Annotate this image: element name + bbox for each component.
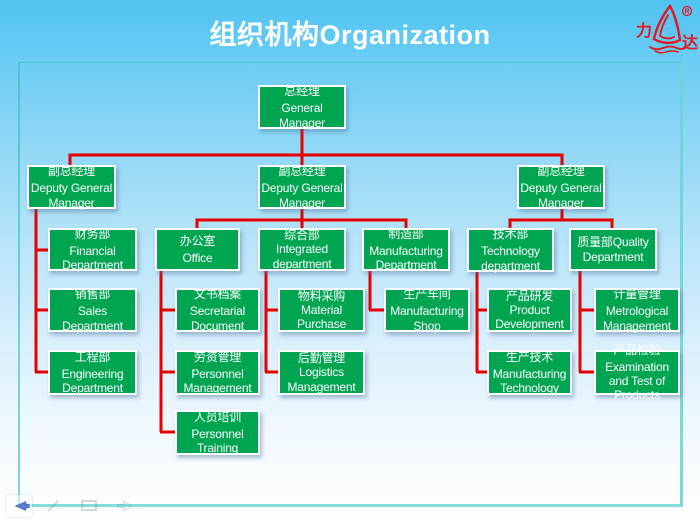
- org-node-technology-department: 技术部 Technology department: [467, 227, 554, 273]
- org-node-label: 产品研发Product Development: [495, 288, 564, 332]
- org-node-manufacturing-shop: 生产车间 Manufacturing Shop: [384, 287, 470, 333]
- org-node-deputy-general-manager-2: 副总经理 Deputy General Manager: [258, 164, 346, 210]
- org-node-sales-department: 销售部 Sales Department: [48, 287, 137, 333]
- slide-frame: [18, 62, 683, 507]
- org-node-metrological-management: 计量管理 Metrological Management: [594, 287, 680, 333]
- org-node-label-en: Personnel Training: [191, 426, 244, 456]
- org-node-label-zh: 技术部: [492, 227, 529, 242]
- org-node-engineering-department: 工程部 Engineering Department: [48, 350, 137, 395]
- logo-char-da: 达: [682, 33, 698, 52]
- org-node-label-en: Office: [182, 251, 213, 265]
- company-logo: R 力 达: [634, 2, 698, 58]
- org-node-label-en: Deputy General Manager: [520, 181, 602, 210]
- org-node-examination-and-test: 产品检验 Examination and Test of Products: [594, 343, 680, 402]
- org-node-label-en: Deputy General Manager: [261, 181, 343, 210]
- registered-r: R: [684, 9, 689, 16]
- org-node-label-en: Metrological Management: [602, 304, 672, 333]
- org-node-label-en: Manufacturing Technology: [492, 366, 567, 396]
- wave-icon: [654, 50, 679, 54]
- org-node-integrated-department: 综合部Integrated department: [258, 228, 346, 271]
- org-node-label: 综合部Integrated department: [272, 228, 332, 271]
- org-node-label-en: Examination and Test of Products: [605, 359, 669, 403]
- org-node-label: 物料采购Material Purchase: [296, 288, 347, 332]
- pen-icon: [47, 500, 59, 512]
- org-node-label-zh: 总经理: [284, 84, 320, 99]
- back-arrow-button[interactable]: [6, 495, 32, 517]
- org-node-label-en: Financial Department: [62, 243, 123, 273]
- org-node-label-zh: 制造部: [388, 226, 424, 241]
- org-node-deputy-general-manager-1: 副总经理 Deputy General Manager: [27, 164, 116, 210]
- org-node-label-zh: 文书档案: [193, 287, 242, 302]
- org-node-label-zh: 财务部: [74, 226, 111, 241]
- org-node-label-zh: 计量管理: [613, 287, 661, 302]
- screen-icon: [81, 500, 97, 511]
- org-node-product-development: 产品研发Product Development: [487, 288, 572, 332]
- org-node-label-zh: 生产技术: [505, 349, 554, 364]
- org-node-financial-department: 财务部 Financial Department: [48, 226, 137, 273]
- org-node-label-en: Personnel Management: [183, 366, 252, 396]
- registered-mark-icon: [681, 5, 693, 17]
- org-node-office: 办公室 Office: [155, 228, 240, 271]
- wave-icon: [649, 45, 686, 51]
- pen-button[interactable]: [41, 495, 67, 517]
- back-arrow-icon: [14, 501, 30, 511]
- presenter-controls: [6, 495, 137, 517]
- org-node-logistics-management: 后勤管理Logistics Management: [278, 350, 365, 395]
- org-node-label-zh: 生产车间: [403, 287, 451, 302]
- org-node-general-manager: 总经理 General Manager: [258, 84, 346, 130]
- org-node-label: 质量部Quality Department: [577, 235, 649, 264]
- logo-char-li: 力: [636, 21, 652, 40]
- org-node-deputy-general-manager-3: 副总经理 Deputy General Manager: [517, 164, 605, 210]
- org-node-label-zh: 工程部: [74, 349, 111, 364]
- slide-title: 组织机构Organization: [209, 20, 491, 50]
- org-node-manufacturing-department: 制造部 Manufacturing Department: [362, 226, 450, 273]
- org-node-label-zh: 副总经理: [537, 164, 585, 179]
- org-node-label-zh: 产品检验: [613, 342, 661, 357]
- org-node-material-purchase: 物料采购Material Purchase: [278, 288, 365, 332]
- org-node-label: 后勤管理Logistics Management: [287, 351, 356, 394]
- org-node-label-zh: 销售部: [74, 287, 111, 302]
- sail-emblem-icon: [652, 3, 682, 45]
- org-node-secretarial-document: 文书档案 Secretarial Document: [175, 287, 260, 333]
- org-node-label-zh: 副总经理: [278, 164, 326, 179]
- forward-arrow-button[interactable]: [111, 495, 137, 517]
- org-node-personnel-training: 人员培训 Personnel Training: [175, 410, 260, 455]
- org-node-personnel-management: 劳资管理 Personnel Management: [175, 350, 260, 395]
- org-node-label-en: General Manager: [279, 101, 325, 130]
- org-node-label-en: Engineering Department: [61, 366, 124, 396]
- org-node-label-en: Manufacturing Department: [369, 243, 443, 273]
- org-node-label-zh: 办公室: [179, 233, 216, 248]
- org-node-label-en: Sales Department: [62, 304, 123, 333]
- org-node-label-zh: 劳资管理: [193, 349, 242, 364]
- org-node-quality-department: 质量部Quality Department: [569, 228, 657, 271]
- org-node-manufacturing-technology: 生产技术 Manufacturing Technology: [487, 350, 572, 395]
- org-node-label-zh: 人员培训: [193, 409, 242, 424]
- screen-button[interactable]: [76, 495, 102, 517]
- org-node-label-en: Deputy General Manager: [30, 181, 113, 210]
- org-node-label-en: Manufacturing Shop: [390, 304, 464, 333]
- org-node-label-zh: 副总经理: [47, 164, 96, 179]
- forward-arrow-icon: [117, 500, 133, 512]
- org-node-label-en: Technology department: [481, 244, 540, 273]
- org-node-label-en: Secretarial Document: [189, 304, 246, 333]
